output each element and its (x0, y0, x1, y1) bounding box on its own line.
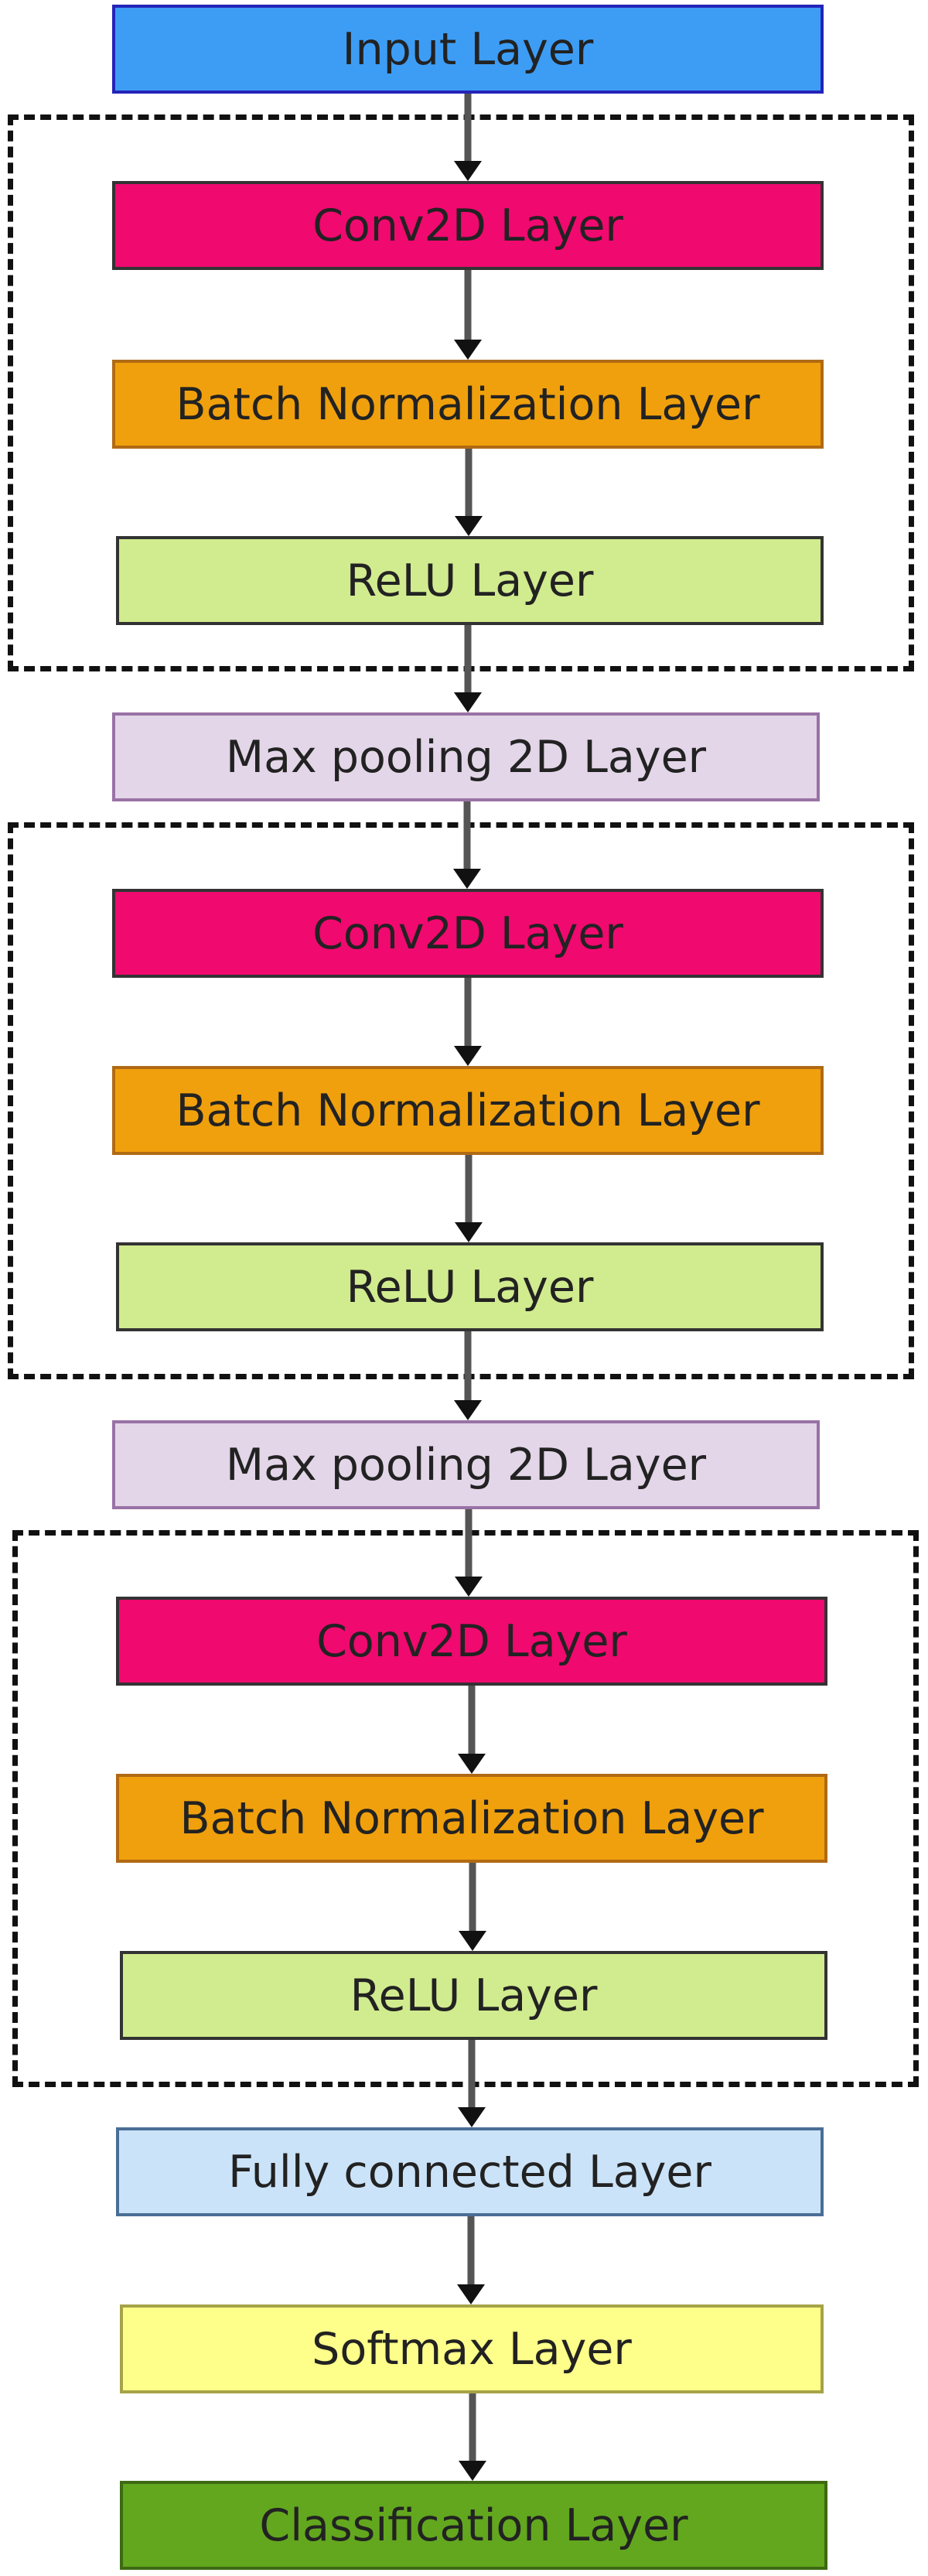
softmax-layer-node: Softmax Layer (120, 2304, 824, 2393)
block-1-group (8, 114, 914, 671)
conv2d-layer-3-node: Conv2D Layer (116, 1597, 827, 1686)
arrow-head-9 (455, 1577, 483, 1597)
arrow-head-6 (454, 1046, 482, 1066)
fully-connected-layer-node: Fully connected Layer (116, 2127, 824, 2216)
arrow-head-13 (457, 2284, 485, 2304)
arrow-head-10 (458, 1754, 486, 1774)
arrow-head-4 (454, 692, 482, 712)
relu-layer-2-node: ReLU Layer (116, 1242, 824, 1331)
classification-layer-node: Classification Layer (120, 2481, 827, 2570)
max-pooling-2d-layer-2-node: Max pooling 2D Layer (112, 1420, 820, 1509)
batch-normalization-layer-2-node: Batch Normalization Layer (112, 1066, 824, 1155)
batch-normalization-layer-1-node: Batch Normalization Layer (112, 360, 824, 449)
max-pooling-2d-layer-1-node: Max pooling 2D Layer (112, 712, 820, 801)
relu-layer-3-node: ReLU Layer (120, 1951, 827, 2040)
relu-layer-1-node: ReLU Layer (116, 536, 824, 625)
arrow-head-1 (454, 161, 482, 181)
conv2d-layer-2-node: Conv2D Layer (112, 889, 824, 978)
arrow-head-5 (453, 869, 481, 889)
block-2-group (8, 822, 914, 1379)
conv2d-layer-1-node: Conv2D Layer (112, 181, 824, 270)
arrow-head-12 (458, 2107, 486, 2127)
arrow-head-7 (455, 1222, 483, 1242)
arrow-head-2 (454, 340, 482, 360)
batch-normalization-layer-3-node: Batch Normalization Layer (116, 1774, 827, 1863)
arrow-head-14 (459, 2461, 486, 2481)
arrow-head-3 (455, 516, 483, 536)
arrow-head-11 (459, 1931, 486, 1951)
input-layer-node: Input Layer (112, 5, 824, 94)
arrow-head-8 (454, 1400, 482, 1420)
